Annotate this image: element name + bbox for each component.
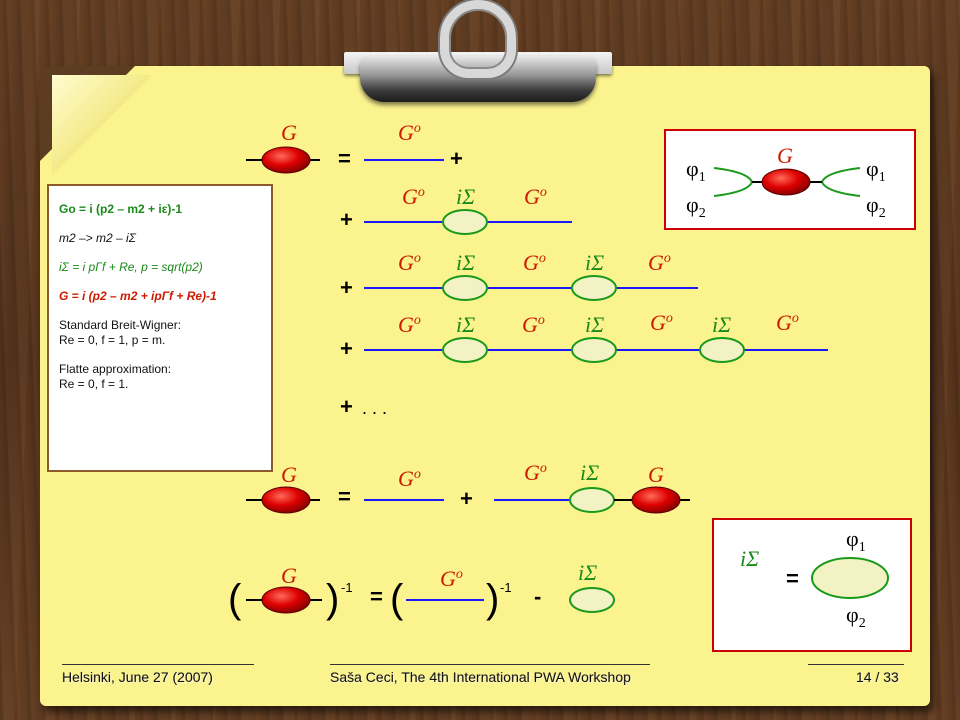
plus-row6: + (460, 486, 473, 511)
plus-row5: + (340, 394, 353, 419)
footer-page-number: 14 / 33 (856, 669, 899, 685)
minus-row7: - (534, 584, 541, 609)
formula-g: G = i (p2 – m2 + ipΓf + Re)-1 (59, 289, 217, 303)
g0-label-row4b: Go (522, 312, 545, 337)
coupling-right-curve (820, 167, 861, 197)
footer-location-date: Helsinki, June 27 (2007) (62, 669, 213, 685)
g0-label-row2b: Go (524, 184, 547, 209)
inv-exponent-row7b: -1 (500, 580, 512, 595)
g0-label-row6b: Go (524, 460, 547, 485)
paren-close-row7a: ) (326, 577, 339, 621)
isigma-label-row3b: iΣ (585, 250, 604, 275)
self-energy-loop-row2 (442, 209, 488, 235)
g-blob-row7 (261, 586, 311, 614)
inv-exponent-row7a: -1 (341, 580, 353, 595)
phi2-box2-label: φ2 (846, 602, 866, 631)
phi1-left-label: φ1 (686, 156, 706, 185)
g-blob-row1 (261, 146, 311, 174)
self-energy-loop-row4c (699, 337, 745, 363)
footer-author-event: Saša Ceci, The 4th International PWA Wor… (330, 669, 631, 685)
binder-clip-ring-icon (440, 0, 516, 78)
g0-label-row1: Go (398, 120, 421, 145)
self-energy-loop-row3b (571, 275, 617, 301)
formula-mass-shift: m2 –> m2 – iΣ (59, 231, 136, 245)
plus-row2: + (340, 207, 353, 232)
plus-row1: + (450, 146, 463, 171)
isigma-label-row6: iΣ (580, 460, 599, 485)
equals-row1: = (338, 146, 351, 171)
plus-row3: + (340, 275, 353, 300)
g0-label-row7: Go (440, 566, 463, 591)
g-label-row6: G (281, 462, 297, 487)
formula-g0: Go = i (p2 – m2 + iε)-1 (59, 202, 183, 216)
breit-wigner-values: Re = 0, f = 1, p = m. (59, 333, 166, 347)
g0-label-row2a: Go (402, 184, 425, 209)
equals-box2: = (786, 566, 799, 591)
g0-label-row3b: Go (523, 250, 546, 275)
equals-row7: = (370, 584, 383, 609)
formula-isigma: iΣ = i pΓf + Re, p = sqrt(p2) (59, 260, 203, 274)
g-label-row7: G (281, 563, 297, 588)
self-energy-loop-row3a (442, 275, 488, 301)
phi2-left-label: φ2 (686, 192, 706, 221)
breit-wigner-title: Standard Breit-Wigner: (59, 318, 182, 332)
formula-info-box: Go = i (p2 – m2 + iε)-1 m2 –> m2 – iΣ iΣ… (47, 184, 273, 472)
g-blob-box1 (761, 168, 811, 196)
g-label-row1: G (281, 120, 297, 145)
phi-loop-box2 (811, 557, 889, 599)
g0-label-row4d: Go (776, 310, 799, 335)
g-blob-row6b (631, 486, 681, 514)
isigma-label-row7: iΣ (578, 560, 597, 585)
isigma-label-row4a: iΣ (456, 312, 475, 337)
flatte-values: Re = 0, f = 1. (59, 377, 129, 391)
self-energy-loop-row4a (442, 337, 488, 363)
isigma-label-row3a: iΣ (456, 250, 475, 275)
paren-close-row7b: ) (486, 577, 499, 621)
isigma-label-row2: iΣ (456, 184, 475, 209)
self-energy-loop-row7 (569, 587, 615, 613)
footer-rule-right (808, 664, 904, 665)
ellipsis-row5: . . . (362, 398, 387, 418)
coupling-left-curve (713, 167, 754, 197)
flatte-title: Flatte approximation: (59, 362, 172, 376)
phi1-box2-label: φ1 (846, 526, 866, 555)
footer-rule-center (330, 664, 650, 665)
g0-label-row4a: Go (398, 312, 421, 337)
g0-label-row6a: Go (398, 466, 421, 491)
isigma-label-row4c: iΣ (712, 312, 731, 337)
isigma-label-box2: iΣ (740, 546, 759, 571)
equals-row6: = (338, 484, 351, 509)
g0-label-row4c: Go (650, 310, 673, 335)
paren-open-row7b: ( (390, 577, 404, 621)
self-energy-loop-row4b (571, 337, 617, 363)
phi1-right-label: φ1 (866, 156, 886, 185)
g0-label-row3c: Go (648, 250, 671, 275)
plus-row4: + (340, 336, 353, 361)
footer-rule-left (62, 664, 254, 665)
self-energy-loop-row6 (569, 487, 615, 513)
g-label-box1: G (777, 143, 793, 168)
g-label-row6b: G (648, 462, 664, 487)
g0-label-row3a: Go (398, 250, 421, 275)
paren-open-row7a: ( (228, 577, 242, 621)
phi2-right-label: φ2 (866, 192, 886, 221)
isigma-label-row4b: iΣ (585, 312, 604, 337)
g-blob-row6 (261, 486, 311, 514)
